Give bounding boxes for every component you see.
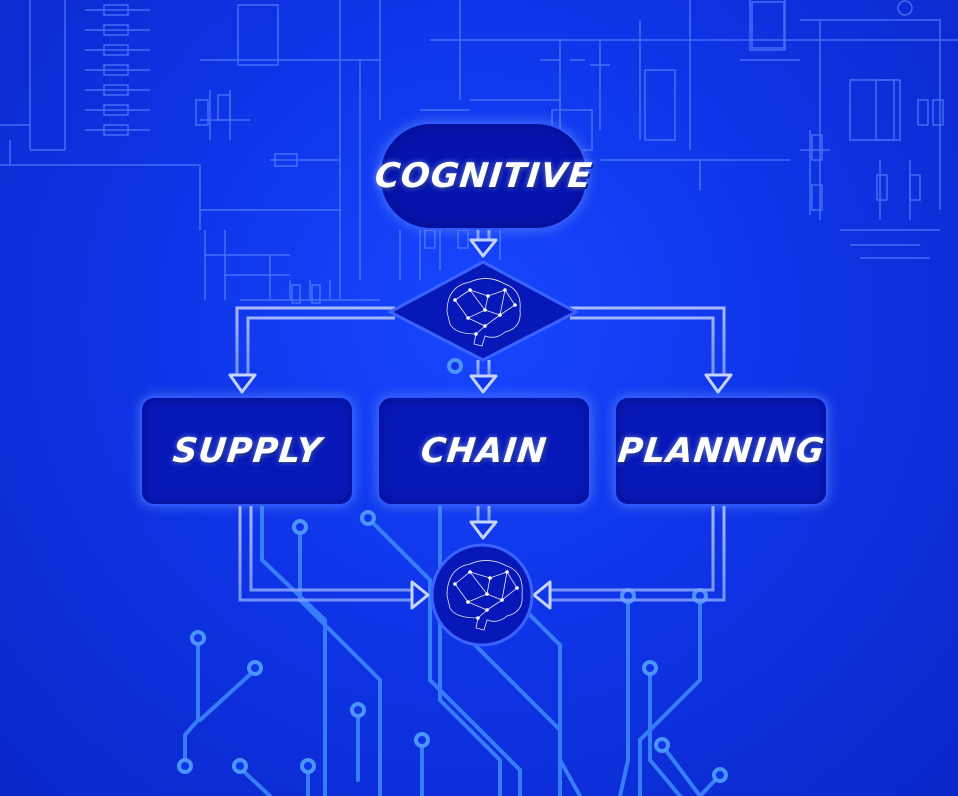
node-planning-label: PLANNING bbox=[615, 431, 827, 471]
arrow-chain-to-brain bbox=[469, 520, 498, 540]
node-planning: PLANNING bbox=[614, 396, 828, 506]
node-supply: SUPPLY bbox=[140, 396, 354, 506]
node-cognitive-label: COGNITIVE bbox=[372, 156, 595, 196]
node-supply-label: SUPPLY bbox=[170, 431, 324, 471]
node-cognitive: COGNITIVE bbox=[373, 122, 594, 230]
arrow-to-decision bbox=[469, 238, 498, 258]
node-chain-label: CHAIN bbox=[418, 431, 550, 471]
arrow-supply-to-brain bbox=[410, 580, 430, 610]
arrow-planning-to-brain bbox=[532, 580, 552, 610]
node-chain: CHAIN bbox=[377, 396, 591, 506]
arrow-to-chain bbox=[469, 374, 498, 394]
arrow-to-planning bbox=[704, 373, 733, 394]
arrow-to-supply bbox=[228, 373, 257, 394]
